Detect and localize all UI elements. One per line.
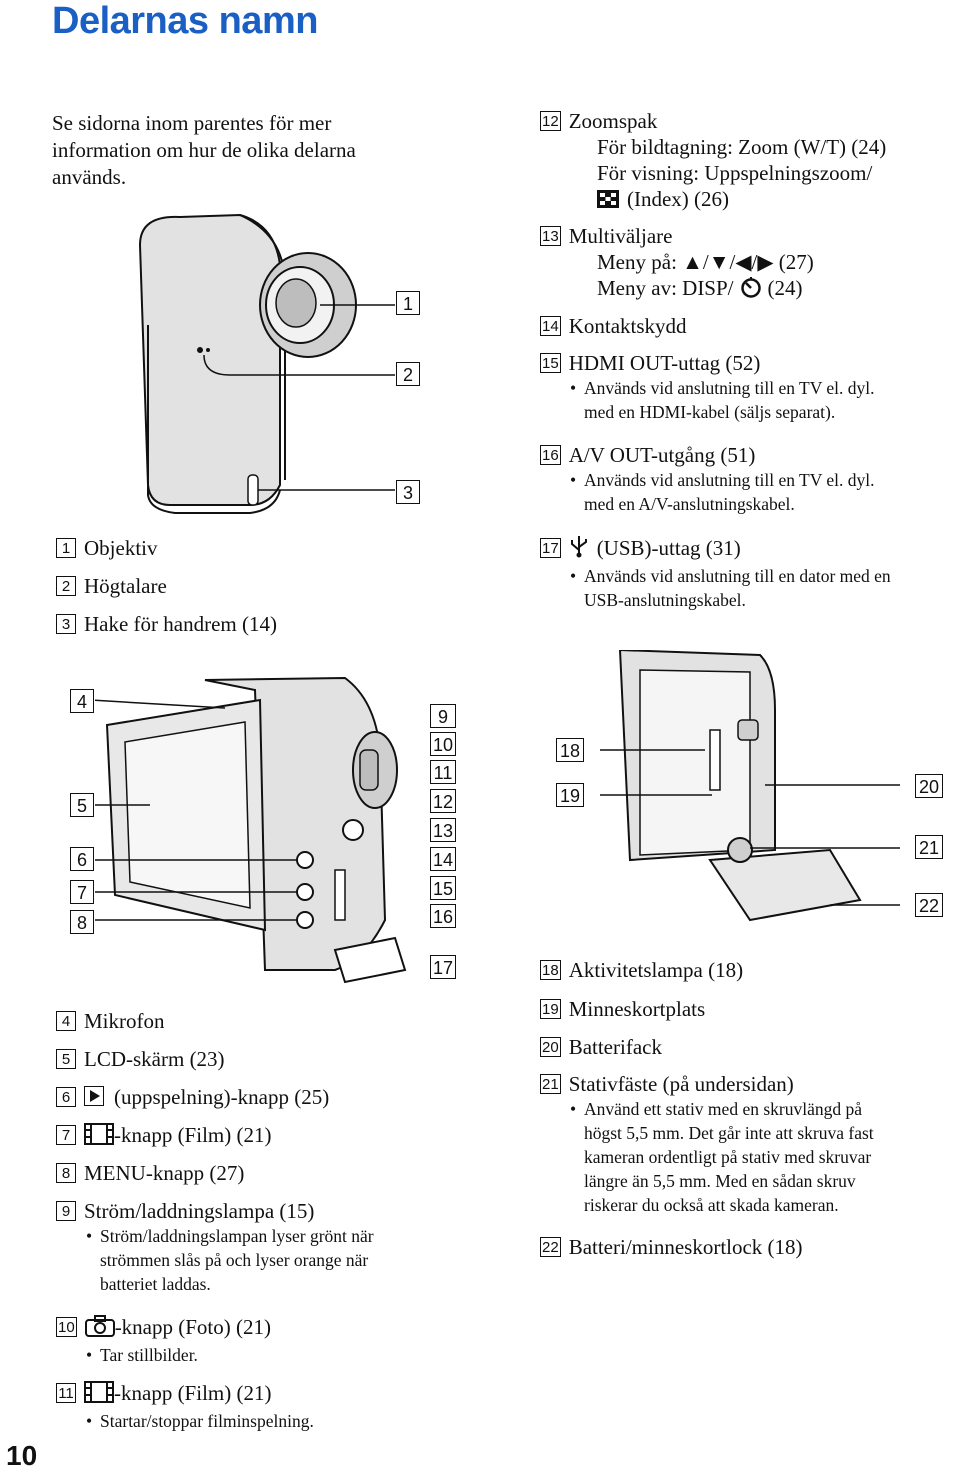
callout-8: 8 bbox=[70, 910, 94, 934]
callout-9: 9 bbox=[430, 704, 456, 728]
callout-11: 11 bbox=[430, 760, 456, 784]
callout-2: 2 bbox=[396, 362, 420, 386]
camera-side-illustration bbox=[95, 676, 407, 984]
callout-10: 10 bbox=[430, 732, 456, 756]
film-icon bbox=[84, 1381, 114, 1409]
item-17: 17(USB)-uttag (31) •Används vid anslutni… bbox=[540, 534, 891, 610]
item-10: 10-knapp (Foto) (21) •Tar stillbilder. bbox=[56, 1315, 271, 1365]
callout-5: 5 bbox=[70, 793, 94, 817]
usb-icon bbox=[569, 534, 589, 564]
callout-4: 4 bbox=[70, 689, 94, 713]
callout-12: 12 bbox=[430, 789, 456, 813]
film-icon bbox=[84, 1123, 114, 1151]
item-11: 11-knapp (Film) (21) •Startar/stoppar fi… bbox=[56, 1380, 314, 1433]
intro-text: Se sidorna inom parentes för mer informa… bbox=[52, 111, 356, 189]
self-timer-icon bbox=[740, 276, 762, 304]
play-icon bbox=[84, 1086, 104, 1106]
index-icon bbox=[597, 188, 619, 208]
camera-front-illustration bbox=[138, 213, 395, 514]
callout-19: 19 bbox=[556, 783, 584, 807]
callout-16: 16 bbox=[430, 904, 456, 928]
page-title: Delarnas namn bbox=[52, 0, 318, 42]
callout-21: 21 bbox=[915, 835, 943, 859]
camera-battery-illustration bbox=[600, 650, 900, 922]
camera-icon bbox=[84, 1315, 115, 1343]
callout-1: 1 bbox=[396, 291, 420, 315]
callout-13: 13 bbox=[430, 818, 456, 842]
callout-22: 22 bbox=[915, 893, 943, 917]
callout-6: 6 bbox=[70, 847, 94, 871]
callout-7: 7 bbox=[70, 880, 94, 904]
item-7: 7-knapp (Film) (21) bbox=[56, 1122, 271, 1151]
callout-14: 14 bbox=[430, 847, 456, 871]
item-6: 6(uppspelning)-knapp (25) bbox=[56, 1084, 329, 1110]
page-number: 10 bbox=[6, 1440, 38, 1471]
callout-15: 15 bbox=[430, 876, 456, 900]
callout-20: 20 bbox=[915, 774, 943, 798]
callout-18: 18 bbox=[556, 738, 584, 762]
callout-3: 3 bbox=[396, 480, 420, 504]
callout-17: 17 bbox=[430, 955, 456, 979]
